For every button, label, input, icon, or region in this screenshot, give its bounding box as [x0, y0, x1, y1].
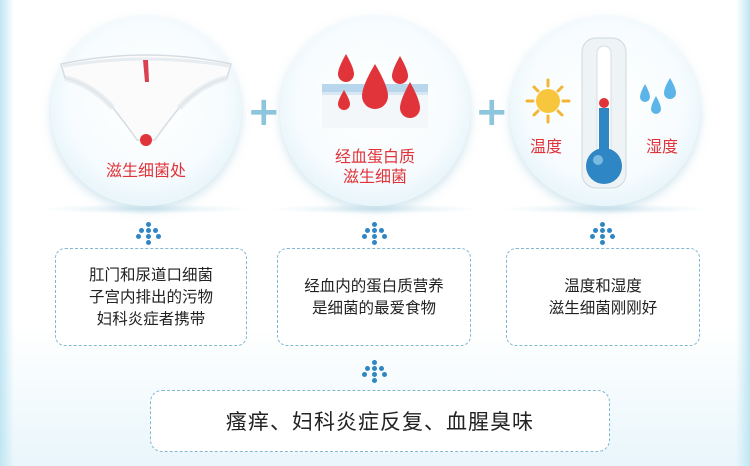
box-line: 妇科炎症者携带	[96, 310, 206, 328]
protein-nutrition-box: 经血内的蛋白质营养 是细菌的最爱食物	[277, 248, 471, 346]
label-line: 经血蛋白质	[334, 147, 415, 166]
dot-arrow-icon	[362, 360, 388, 383]
underwear-icon	[60, 54, 232, 146]
menstrual-protein-circle	[280, 16, 470, 206]
box-line: 子宫内排出的污物	[88, 288, 213, 306]
box-line: 是细菌的最爱食物	[311, 299, 436, 317]
left-edge-glow	[0, 0, 14, 466]
circle-shadow	[500, 204, 710, 214]
circle-shadow	[270, 204, 480, 214]
box-line: 滋生细菌刚刚好	[548, 299, 658, 317]
thermometer-icon	[581, 37, 627, 189]
dot-arrow-icon	[590, 222, 616, 245]
box-line: 经血内的蛋白质营养	[304, 277, 444, 295]
box-line: 温度和湿度	[564, 277, 642, 295]
dot-arrow-icon	[362, 222, 388, 245]
bacteria-site-circle	[51, 16, 241, 206]
bacteria-site-label: 滋生细菌处	[105, 161, 186, 180]
plus-sign: +	[475, 89, 509, 135]
box-line: 肛门和尿道口细菌	[88, 266, 213, 284]
blood-drops-icon	[322, 54, 428, 128]
humidity-label: 湿度	[645, 137, 678, 156]
conclusion-box: 瘙痒、妇科炎症反复、血腥臭味	[150, 390, 610, 452]
temperature-label: 温度	[529, 137, 562, 156]
bacteria-source-box: 肛门和尿道口细菌 子宫内排出的污物 妇科炎症者携带	[55, 248, 247, 346]
dot-arrow-icon	[136, 222, 162, 245]
water-drops-icon	[640, 78, 676, 114]
plus-sign: +	[247, 89, 281, 135]
menstrual-protein-label: 经血蛋白质 滋生细菌	[280, 147, 470, 187]
conclusion-text: 瘙痒、妇科炎症反复、血腥臭味	[226, 410, 534, 434]
temperature-humidity-box: 温度和湿度 滋生细菌刚刚好	[506, 248, 700, 346]
label-line: 滋生细菌	[342, 167, 407, 186]
right-edge-glow	[736, 0, 750, 466]
sun-icon	[525, 78, 571, 124]
circle-shadow	[41, 204, 251, 214]
temperature-humidity-circle	[510, 16, 700, 206]
